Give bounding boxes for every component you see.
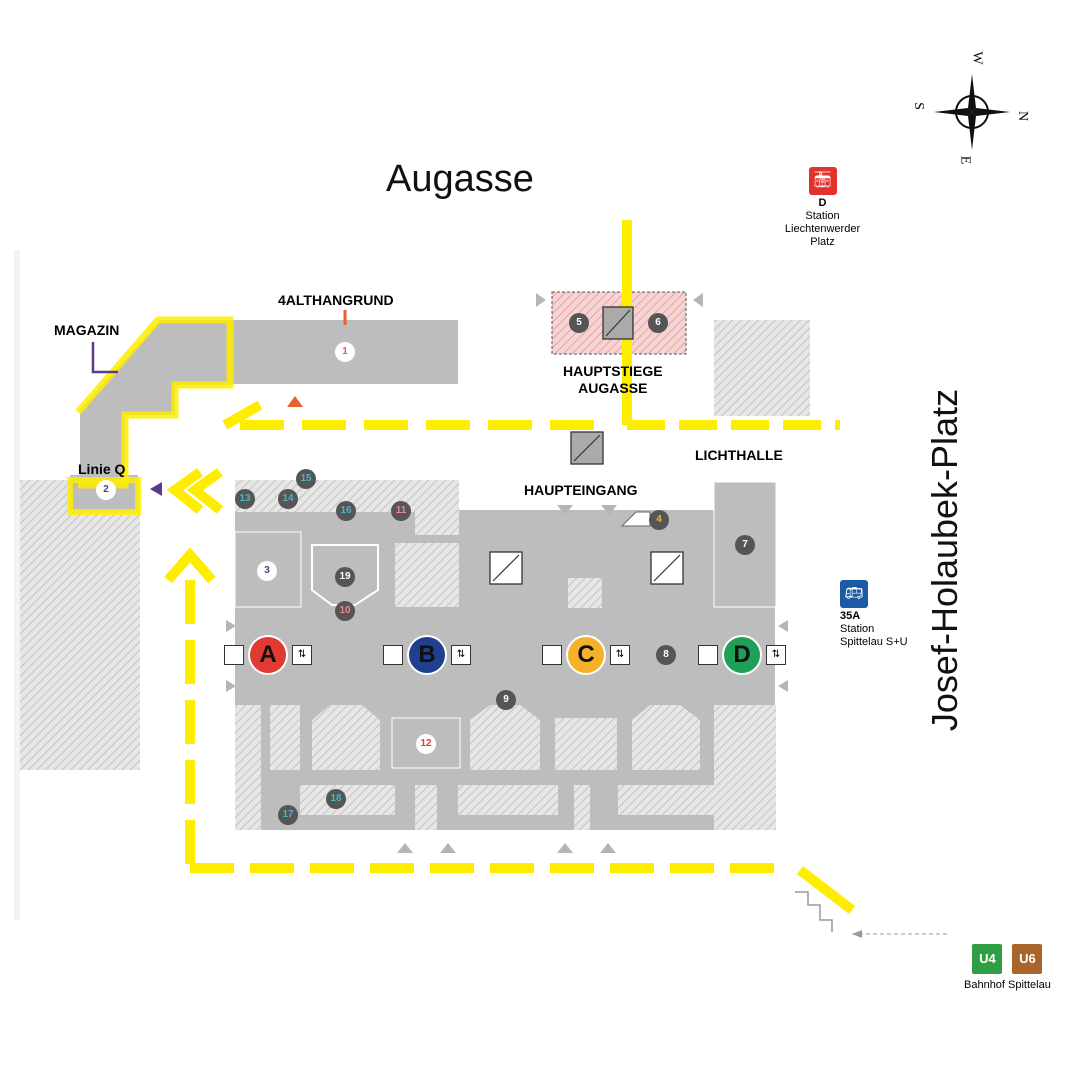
label-linie-q: Linie Q — [78, 461, 126, 477]
street-augasse: Augasse — [386, 158, 534, 200]
core-a[interactable]: A ⇅ — [224, 635, 314, 675]
label-haupteingang: HAUPTEINGANG — [524, 482, 638, 498]
compass-rose-icon — [934, 74, 1010, 150]
location-marker-2[interactable]: 2 — [96, 480, 116, 500]
location-marker-12[interactable]: 12 — [416, 734, 436, 754]
label-althangrund: 4ALTHANGRUND — [278, 292, 394, 308]
stairs-icon — [383, 645, 403, 665]
core-badge: B — [407, 635, 447, 675]
bus-stop: 🚌︎ 35A Station Spittelau S+U — [840, 580, 908, 649]
location-marker-9[interactable]: 9 — [496, 690, 516, 710]
elevator-icon: ⇅ — [766, 645, 786, 665]
location-marker-8[interactable]: 8 — [656, 645, 676, 665]
tram-icon: 🚋︎ — [808, 167, 837, 195]
label-hauptstiege-augasse: HAUPTSTIEGE AUGASSE — [563, 363, 663, 396]
location-marker-10[interactable]: 10 — [335, 601, 355, 621]
location-marker-1[interactable]: 1 — [335, 342, 355, 362]
location-marker-6[interactable]: 6 — [648, 313, 668, 333]
stairs-icon — [224, 645, 244, 665]
core-badge: C — [566, 635, 606, 675]
location-marker-7[interactable]: 7 — [735, 535, 755, 555]
hatched-building-ne — [714, 320, 810, 416]
stairs-icon — [542, 645, 562, 665]
location-marker-15[interactable]: 15 — [296, 469, 316, 489]
location-marker-11[interactable]: 11 — [391, 501, 411, 521]
location-marker-19[interactable]: 19 — [335, 567, 355, 587]
u6-badge: U6 — [1012, 944, 1043, 974]
street-josef-holaubek-platz: Josef-Holaubek-Platz — [924, 388, 965, 732]
elevator-icon: ⇅ — [292, 645, 312, 665]
elevator-icon: ⇅ — [451, 645, 471, 665]
core-badge: A — [248, 635, 288, 675]
core-b[interactable]: B ⇅ — [383, 635, 473, 675]
elevator-icon: ⇅ — [610, 645, 630, 665]
core-d[interactable]: D ⇅ — [698, 635, 788, 675]
compass: W N S E — [910, 51, 1031, 165]
core-badge: D — [722, 635, 762, 675]
label-magazin: MAGAZIN — [54, 322, 120, 338]
label-lichthalle: LICHTHALLE — [695, 447, 783, 463]
location-marker-13[interactable]: 13 — [235, 489, 255, 509]
location-marker-3[interactable]: 3 — [257, 561, 277, 581]
location-marker-4[interactable]: 4 — [649, 510, 669, 530]
bus-icon: 🚌︎ — [840, 580, 868, 608]
stairs-icon — [698, 645, 718, 665]
core-c[interactable]: C ⇅ — [542, 635, 632, 675]
location-marker-17[interactable]: 17 — [278, 805, 298, 825]
magazin-wing — [80, 320, 230, 485]
location-marker-18[interactable]: 18 — [326, 789, 346, 809]
location-marker-14[interactable]: 14 — [278, 489, 298, 509]
location-marker-16[interactable]: 16 — [336, 501, 356, 521]
location-marker-5[interactable]: 5 — [569, 313, 589, 333]
tram-stop: 🚋︎ D Station Liechtenwerder Platz — [775, 167, 870, 249]
u4-badge: U4 — [972, 944, 1003, 974]
subway-stop: U4 U6 Bahnhof Spittelau — [964, 944, 1051, 991]
